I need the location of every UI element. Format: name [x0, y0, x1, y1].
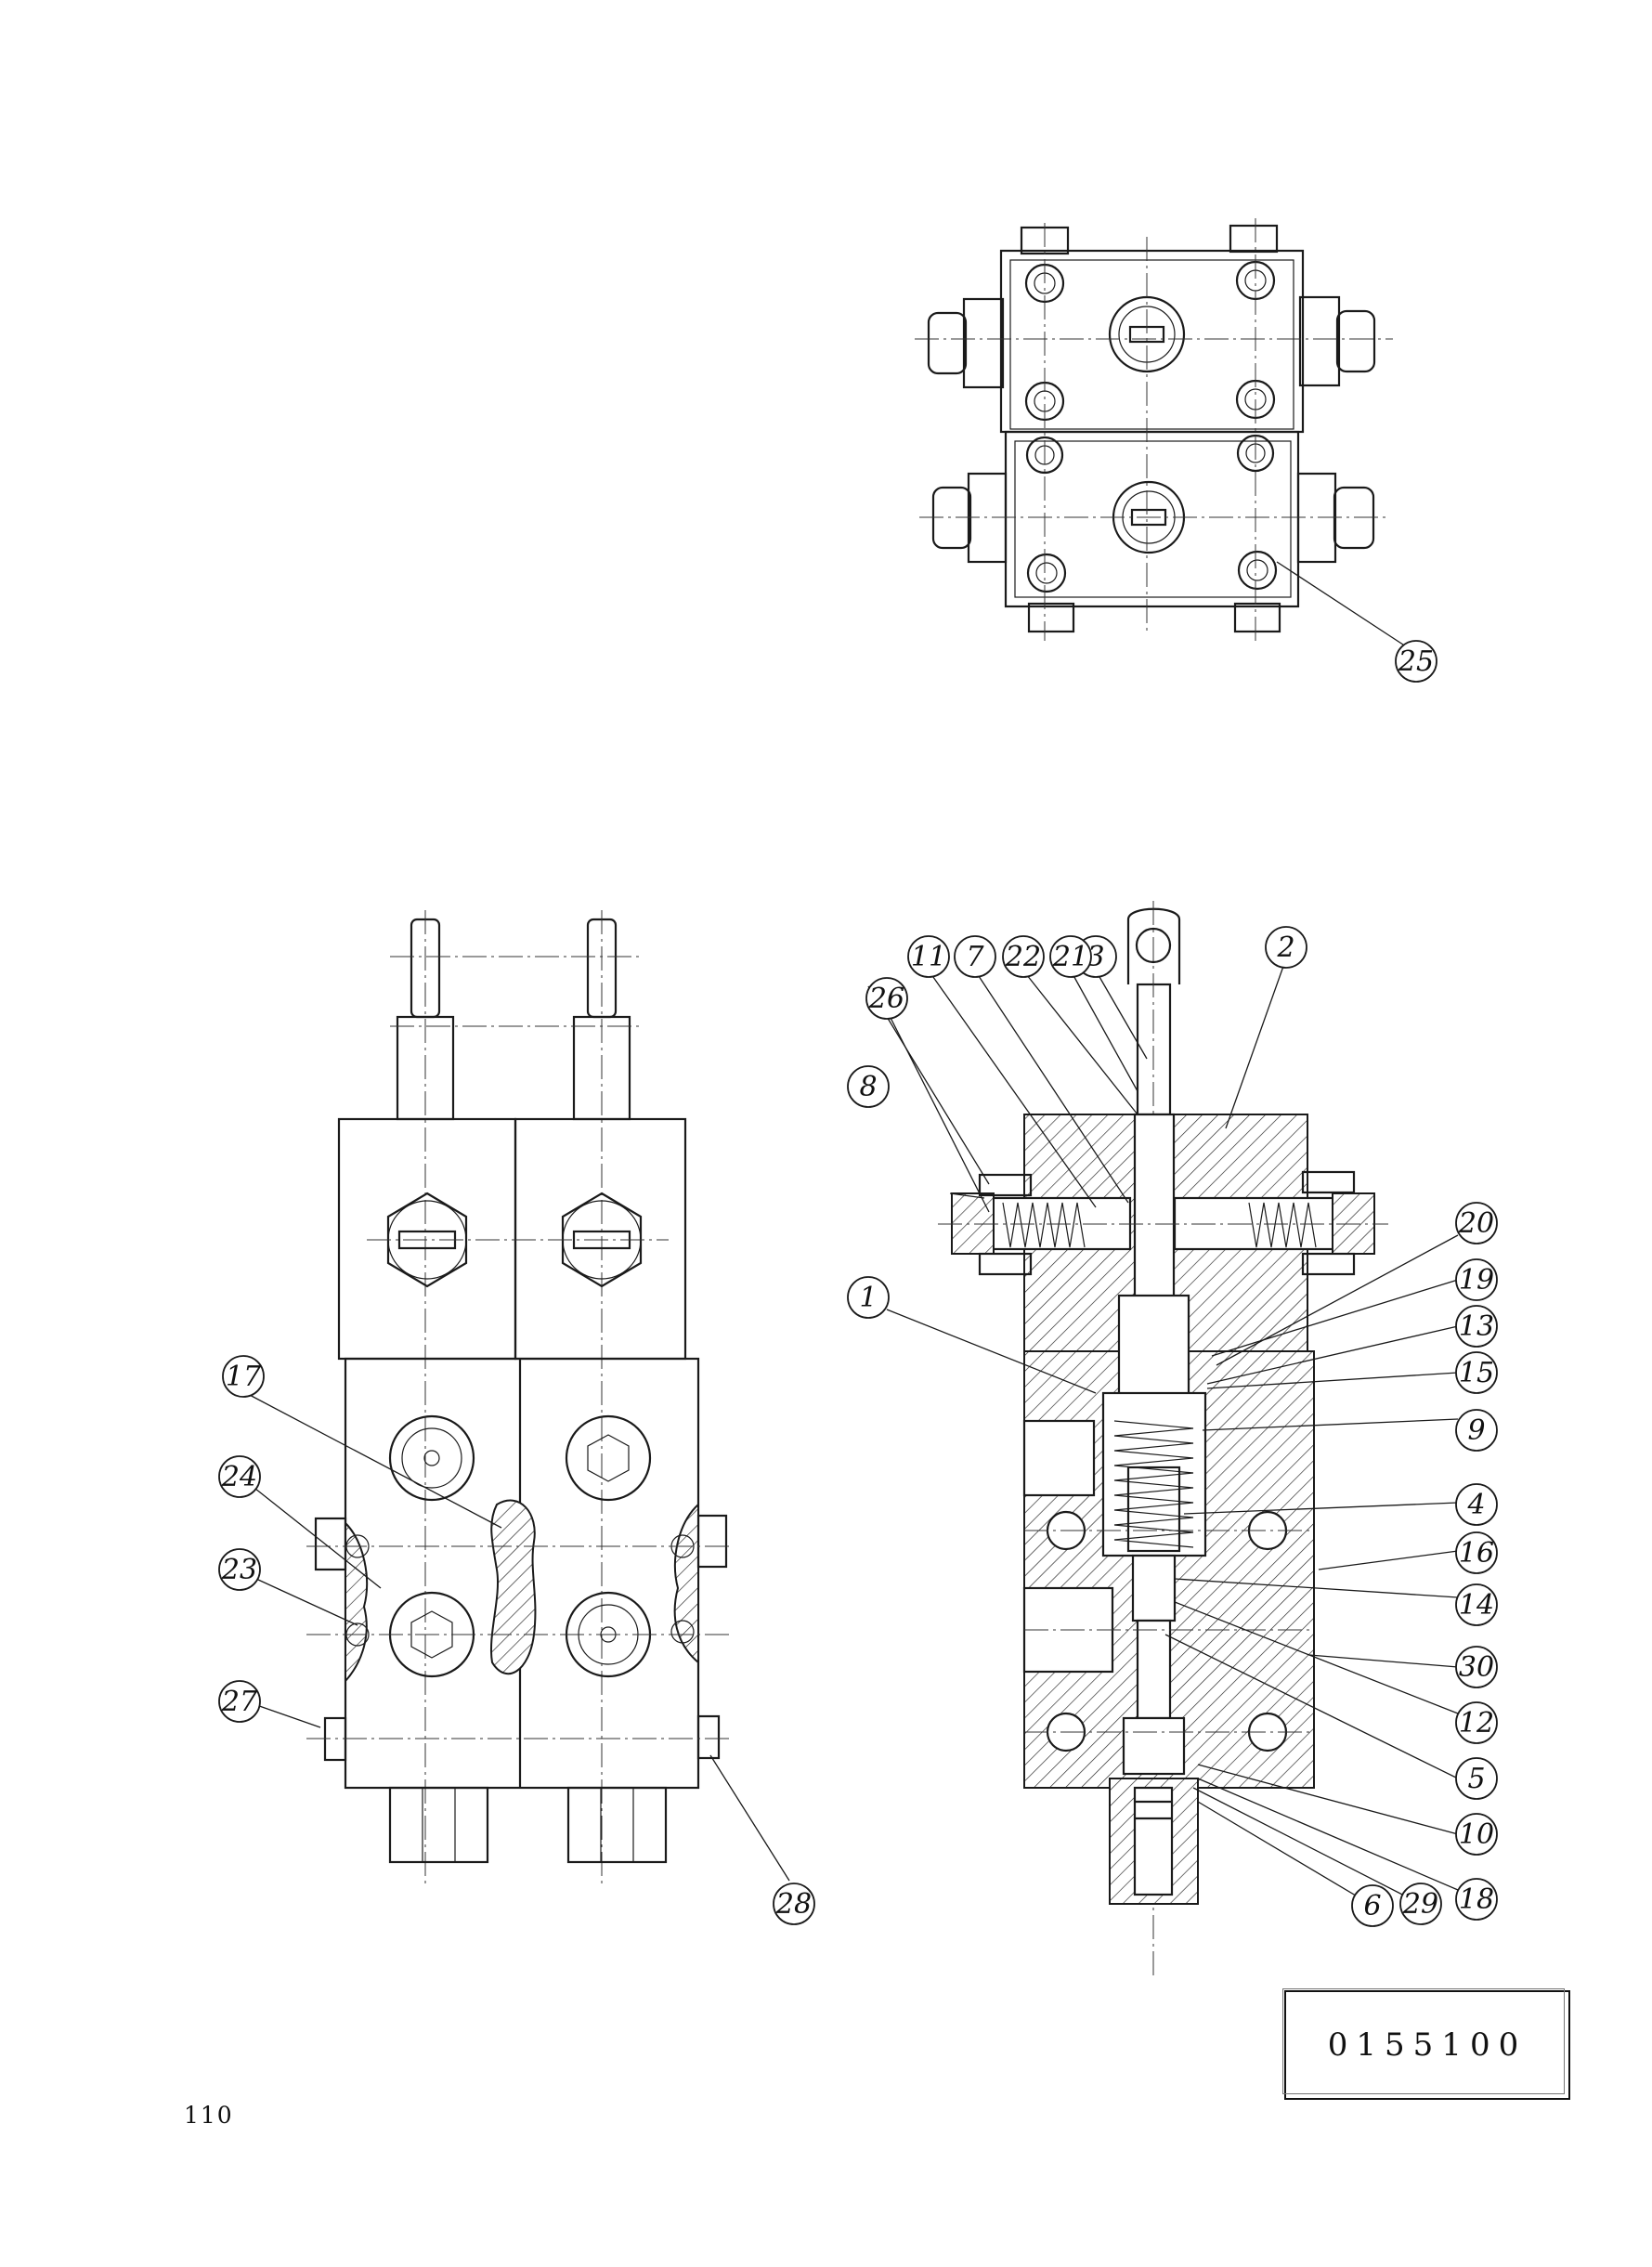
- callout-label: 23: [221, 1554, 257, 1586]
- callout-7: 7: [954, 935, 996, 978]
- callout-1: 1: [847, 1276, 890, 1319]
- callout-10: 10: [1455, 1813, 1498, 1856]
- callout-label: 13: [1459, 1310, 1494, 1343]
- callout-label: 29: [1402, 1888, 1438, 1921]
- callout-label: 28: [775, 1888, 812, 1921]
- callout-label: 10: [1459, 1818, 1494, 1851]
- callout-label: 12: [1459, 1707, 1494, 1739]
- callout-label: 9: [1467, 1414, 1485, 1447]
- callout-label: 25: [1398, 645, 1434, 678]
- callout-20: 20: [1455, 1202, 1498, 1244]
- callout-label: 19: [1459, 1264, 1494, 1296]
- callout-label: 26: [868, 983, 904, 1015]
- callout-21: 21: [1049, 935, 1092, 978]
- callout-label: 22: [1005, 941, 1041, 973]
- callout-28: 28: [773, 1883, 815, 1925]
- callout-label: 4: [1466, 1489, 1485, 1521]
- callout-15: 15: [1455, 1351, 1498, 1394]
- callout-26: 26: [865, 977, 908, 1020]
- callout-label: 2: [1276, 932, 1294, 964]
- callout-12: 12: [1455, 1701, 1498, 1744]
- part-number-box: 0155100: [1282, 1988, 1570, 2100]
- callout-label: 3: [1086, 941, 1104, 973]
- callout-22: 22: [1002, 935, 1045, 978]
- callout-label: 14: [1459, 1589, 1494, 1622]
- callout-label: 8: [859, 1071, 877, 1103]
- callout-23: 23: [218, 1548, 261, 1591]
- callout-label: 20: [1458, 1207, 1494, 1240]
- callout-13: 13: [1455, 1305, 1498, 1348]
- callout-label: 18: [1459, 1883, 1494, 1916]
- callout-label: 6: [1363, 1890, 1381, 1922]
- top-end-view: [915, 218, 1393, 641]
- leader-lines: [245, 561, 1459, 1905]
- callout-25: 25: [1395, 640, 1437, 683]
- side-view: [306, 910, 734, 1885]
- callout-label: 16: [1459, 1537, 1494, 1570]
- callout-label: 7: [966, 941, 984, 973]
- callout-4: 4: [1455, 1483, 1498, 1526]
- page-number: 110: [184, 2102, 234, 2129]
- callout-label: 11: [911, 941, 946, 973]
- section-view: [938, 901, 1388, 1978]
- callout-6: 6: [1351, 1884, 1394, 1927]
- callout-2: 2: [1265, 926, 1307, 969]
- callout-19: 19: [1455, 1258, 1498, 1301]
- callout-24: 24: [218, 1455, 261, 1498]
- callout-label: 15: [1459, 1357, 1494, 1389]
- callout-label: 1: [859, 1282, 877, 1314]
- callout-30: 30: [1455, 1646, 1498, 1688]
- part-number: 0155100: [1327, 2026, 1528, 2064]
- callout-label: 21: [1052, 941, 1088, 973]
- callout-9: 9: [1455, 1409, 1498, 1452]
- callout-16: 16: [1455, 1531, 1498, 1574]
- callout-5: 5: [1455, 1757, 1498, 1800]
- callout-8: 8: [847, 1065, 890, 1108]
- callout-14: 14: [1455, 1583, 1498, 1626]
- callout-17: 17: [222, 1355, 265, 1398]
- callout-label: 5: [1467, 1763, 1485, 1795]
- callout-label: 17: [226, 1361, 262, 1393]
- callout-11: 11: [907, 935, 950, 978]
- callout-label: 30: [1459, 1651, 1494, 1684]
- callout-label: 27: [221, 1686, 258, 1718]
- callout-27: 27: [218, 1680, 261, 1723]
- callout-label: 24: [221, 1461, 257, 1493]
- callout-29: 29: [1399, 1883, 1442, 1925]
- callout-18: 18: [1455, 1878, 1498, 1921]
